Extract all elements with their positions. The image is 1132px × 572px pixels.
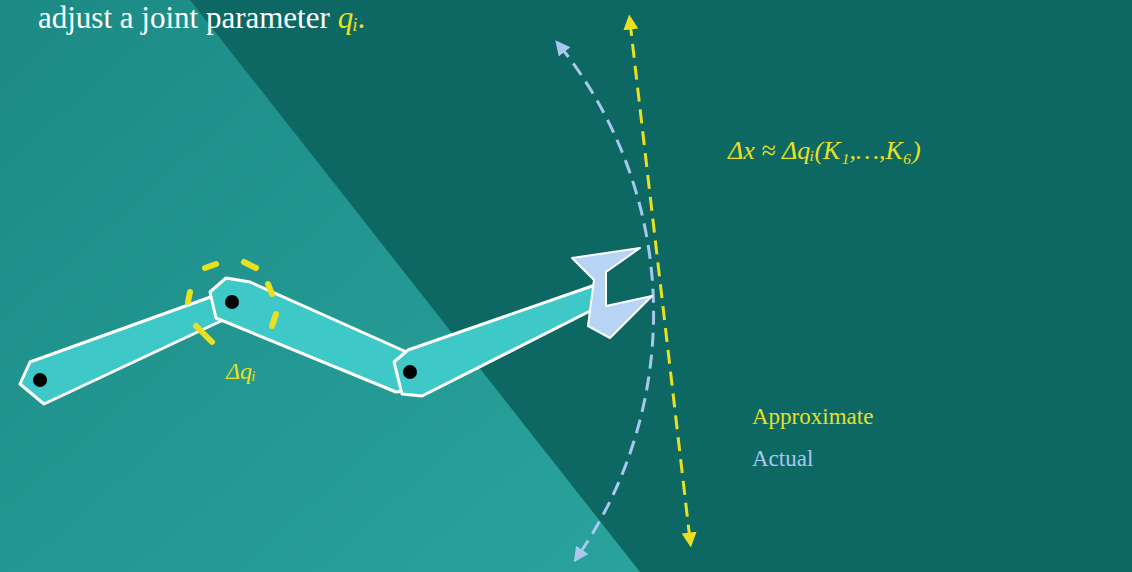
approximate-line: [630, 22, 690, 540]
link-1: [20, 290, 236, 404]
joint: [403, 365, 417, 379]
light-panel: [0, 0, 640, 572]
formula: Δx ≈ Δqᵢ(K₁,…,K₆): [728, 136, 921, 166]
link-2: [210, 278, 420, 392]
link-3: [394, 284, 604, 396]
heading-text: adjust a joint parameter: [38, 0, 330, 36]
legend-text: Actual: [752, 446, 813, 472]
joint-symbol: qᵢ.: [338, 0, 366, 36]
legend-text: Approximate: [752, 404, 873, 430]
rotation-marks: [188, 262, 276, 342]
delta-label: Δqᵢ: [226, 358, 256, 385]
joint: [33, 373, 47, 387]
end-effector: [572, 248, 652, 338]
joint: [225, 295, 239, 309]
